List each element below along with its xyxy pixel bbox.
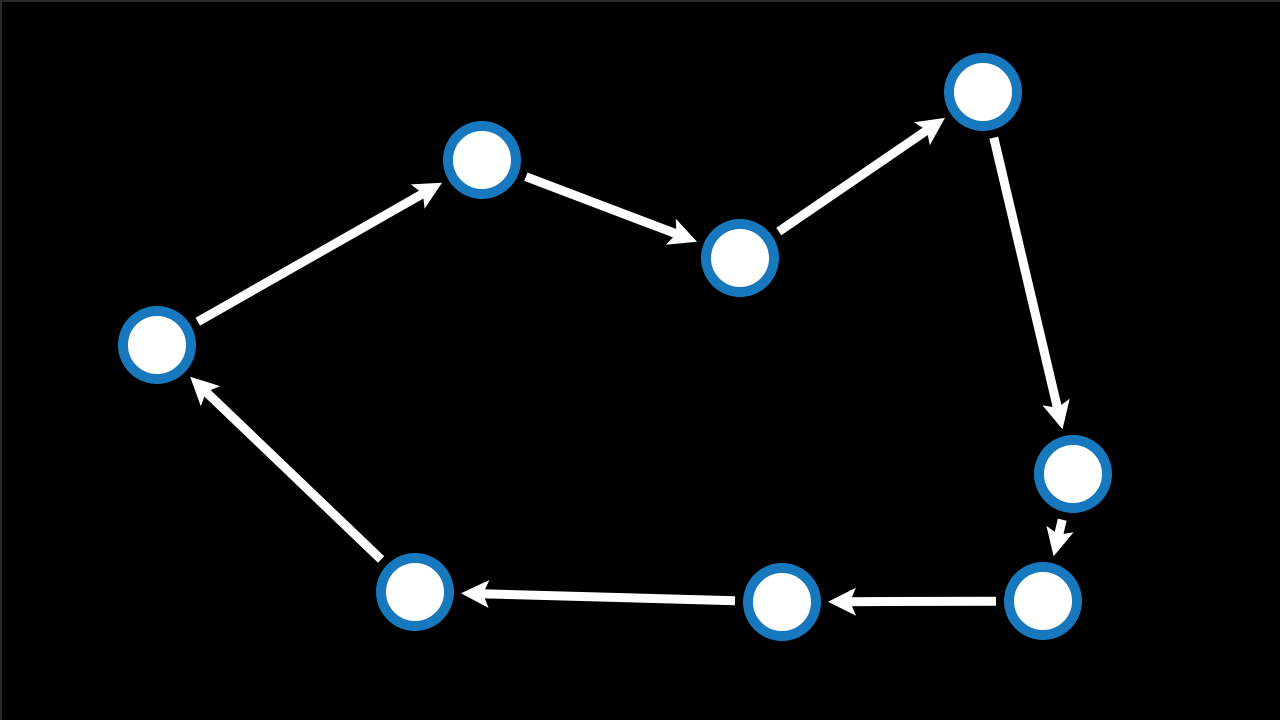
- edge-arrowhead-icon: [828, 587, 857, 616]
- edge-shaft: [847, 596, 997, 607]
- graph-edge-n8-n1[interactable]: [190, 376, 385, 563]
- edge-shaft: [480, 589, 736, 606]
- edge-shaft: [776, 125, 932, 236]
- graph-edge-n6-n7[interactable]: [828, 587, 997, 616]
- edge-arrowhead-icon: [461, 580, 490, 608]
- edge-arrowhead-icon: [1042, 398, 1070, 430]
- graph-edge-n3-n4[interactable]: [776, 117, 945, 236]
- graph-node-n8[interactable]: [376, 553, 454, 631]
- edge-shaft: [989, 136, 1063, 411]
- edge-shaft: [1053, 518, 1067, 538]
- edge-shaft: [524, 172, 680, 239]
- graph-node-n5[interactable]: [1034, 435, 1112, 513]
- edge-arrowhead-icon: [410, 182, 442, 209]
- graph-node-n1[interactable]: [118, 306, 196, 384]
- graph-edge-n4-n5[interactable]: [989, 136, 1070, 430]
- graph-node-n4[interactable]: [944, 53, 1022, 131]
- edge-shaft: [195, 188, 427, 326]
- edge-arrowhead-icon: [665, 218, 697, 245]
- edges-layer: [190, 117, 1074, 616]
- edge-arrowhead-icon: [1046, 525, 1074, 557]
- edge-shaft: [201, 387, 385, 563]
- graph-node-n6[interactable]: [1004, 562, 1082, 640]
- graph-edge-n7-n8[interactable]: [461, 580, 736, 608]
- edge-arrowhead-icon: [190, 376, 221, 407]
- graph-node-n3[interactable]: [701, 219, 779, 297]
- graph-edge-n2-n3[interactable]: [524, 172, 697, 245]
- nodes-layer: [118, 53, 1112, 641]
- graph-edge-n5-n6[interactable]: [1046, 518, 1074, 557]
- graph-edge-n1-n2[interactable]: [195, 182, 442, 326]
- edge-arrowhead-icon: [914, 117, 945, 146]
- graph-node-n2[interactable]: [443, 121, 521, 199]
- graph-node-n7[interactable]: [743, 563, 821, 641]
